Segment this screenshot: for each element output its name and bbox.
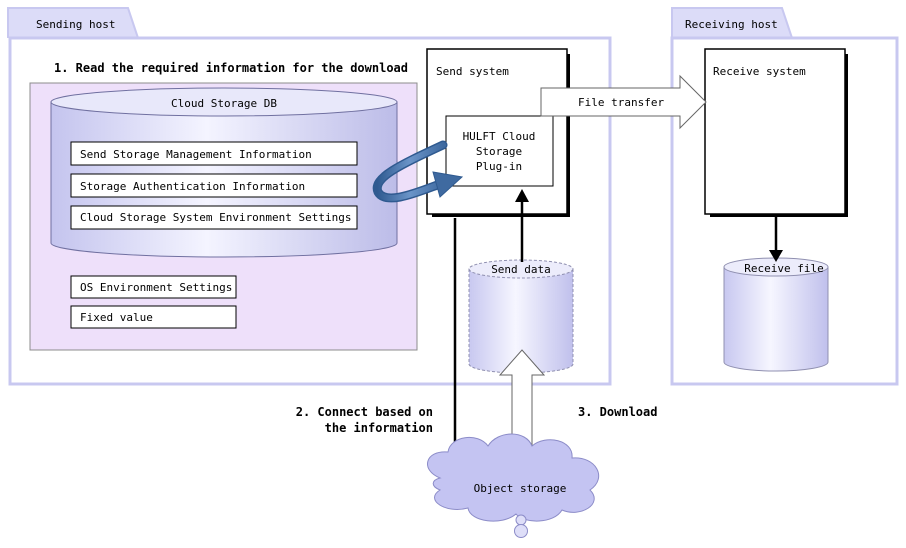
send-data-cylinder: Send data — [468, 259, 574, 374]
upload-arrow-head — [515, 189, 529, 202]
step3-label: 3. Download — [578, 405, 657, 419]
receive-file-label: Receive file — [744, 262, 823, 275]
object-storage-label: Object storage — [474, 482, 567, 495]
extra-item-box — [70, 305, 237, 329]
db-item-box — [70, 141, 358, 166]
cloud-bubble-icon — [515, 514, 527, 526]
plugin-line-1: HULFT Cloud — [463, 130, 536, 143]
file-transfer-arrow: File transfer — [540, 74, 707, 130]
step2-line-2: the information — [325, 421, 433, 435]
db-item-box — [70, 173, 358, 198]
db-item-env-settings: Cloud Storage System Environment Setting… — [80, 211, 352, 224]
receiving-host-tab-label: Receiving host — [685, 18, 778, 31]
send-data-label: Send data — [491, 263, 551, 276]
file-transfer-label: File transfer — [578, 96, 664, 109]
receive-file-cylinder: Receive file — [723, 257, 829, 372]
receive-system-title: Receive system — [713, 65, 806, 78]
download-block-arrow — [498, 349, 546, 448]
plugin-line-2: Storage — [476, 145, 522, 158]
cloud-storage-db: Cloud Storage DB — [50, 87, 398, 258]
curved-read-arrow — [372, 140, 464, 203]
plugin-line-3: Plug-in — [476, 160, 522, 173]
extra-item-box — [70, 275, 237, 299]
db-item-box — [70, 205, 358, 230]
sending-host-tab-label: Sending host — [36, 18, 115, 31]
send-system-title: Send system — [436, 65, 509, 78]
object-storage-cloud: Object storage — [427, 433, 600, 538]
cloud-bubble-icon — [514, 524, 528, 538]
step1-label: 1. Read the required information for the… — [54, 61, 408, 75]
fixed-value: Fixed value — [80, 311, 153, 324]
db-item-storage-auth: Storage Authentication Information — [80, 180, 305, 193]
sending-host-tab — [7, 7, 139, 39]
db-item-send-storage-mgmt: Send Storage Management Information — [80, 148, 312, 161]
os-env-settings: OS Environment Settings — [80, 281, 232, 294]
receive-arrow-head — [769, 250, 783, 262]
receiving-host-tab — [671, 7, 793, 39]
step2-line-1: 2. Connect based on — [296, 405, 433, 419]
hulft-plugin-box: HULFT Cloud Storage Plug-in — [445, 115, 554, 187]
receive-system-box: Receive system — [704, 48, 848, 217]
db-title: Cloud Storage DB — [171, 97, 277, 110]
